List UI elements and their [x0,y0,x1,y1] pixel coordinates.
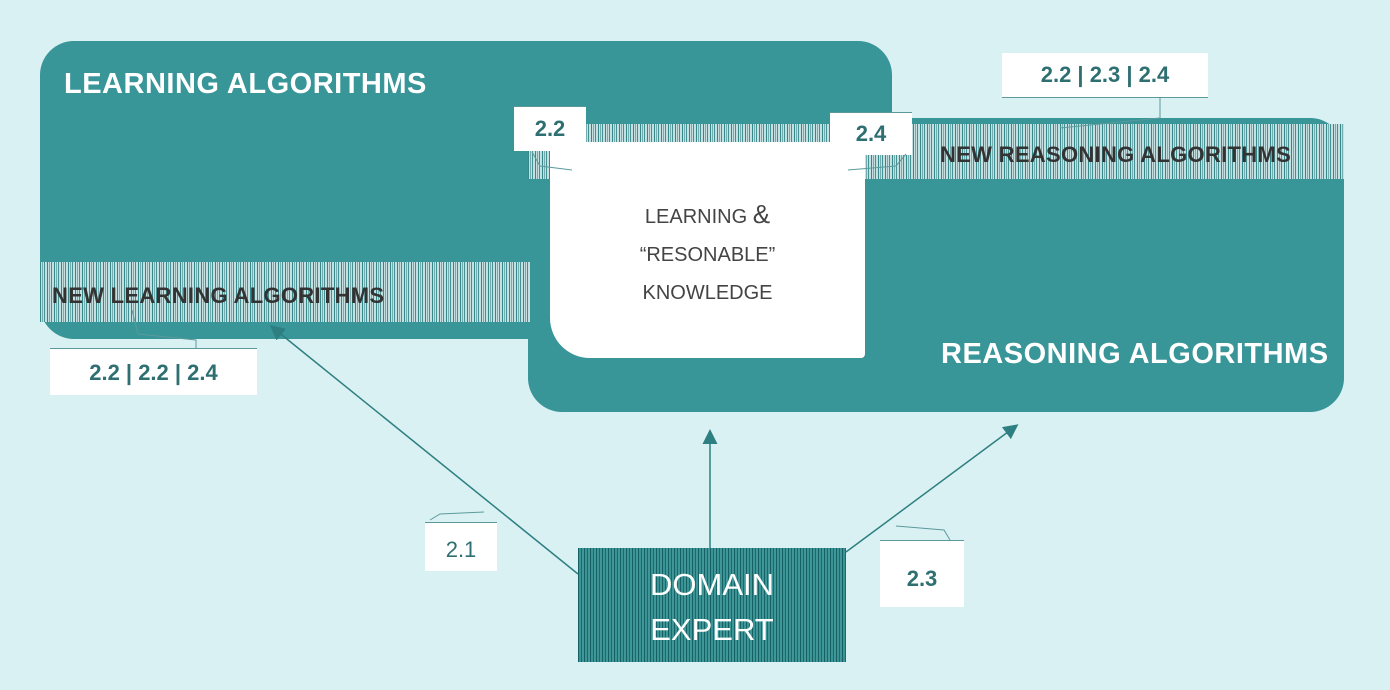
leader-left [131,309,197,348]
tag-2-4: 2.4 [830,112,912,155]
center-line-knowledge: KNOWLEDGE [642,282,773,304]
learning-knowledge-box [550,142,865,358]
center-line-resonable: “RESONABLE” [639,244,776,266]
arrow-to-new-learning [269,325,579,575]
leader-2-3 [895,525,951,541]
tag-top-right: 2.2 | 2.3 | 2.4 [1002,53,1208,98]
new-reasoning-algorithms-label: NEW REASONING ALGORITHMS [940,142,1292,167]
tag-2-1: 2.1 [425,522,497,571]
leader-2-2 [531,151,573,171]
leader-top-right [1059,98,1161,129]
tag-2-3: 2.3 [880,540,964,607]
reasoning-algorithms-title: REASONING ALGORITHMS [941,338,1329,370]
tag-left: 2.2 | 2.2 | 2.4 [50,348,257,395]
leader-2-1 [429,511,485,521]
learning-knowledge-text: LEARNING & “RESONABLE” KNOWLEDGE [550,195,865,312]
domain-expert-line2: EXPERT [650,612,774,647]
domain-expert-text: DOMAIN EXPERT [578,562,846,652]
center-ampersand: & [752,199,771,229]
new-learning-algorithms-band [40,262,530,322]
domain-expert-box [578,548,846,662]
domain-expert-line1: DOMAIN [650,567,774,602]
leader-2-4 [847,153,907,171]
center-line-learning: LEARNING [644,206,748,228]
new-learning-algorithms-label: NEW LEARNING ALGORITHMS [52,283,385,308]
tag-2-2: 2.2 [514,106,586,151]
learning-algorithms-title: LEARNING ALGORITHMS [64,68,427,100]
arrow-to-reasoning-right [845,424,1019,553]
